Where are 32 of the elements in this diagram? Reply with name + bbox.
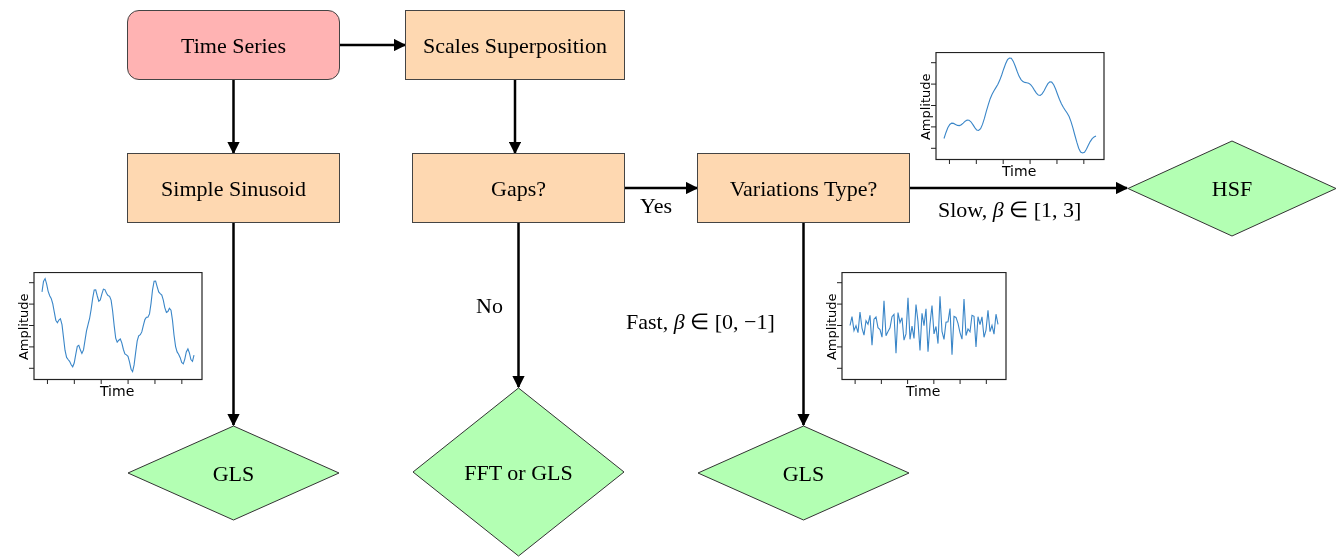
node-label: Gaps?: [491, 174, 546, 203]
axis-label: Amplitude: [917, 71, 935, 142]
process-box: [697, 153, 910, 223]
process-box: [412, 153, 625, 223]
arrow: [340, 38, 407, 52]
arrow: [512, 223, 525, 389]
axis-label: Time: [1002, 164, 1037, 178]
axis-label: Amplitude: [823, 291, 841, 362]
decision-diamond: [697, 425, 910, 521]
decision-diamond: [412, 387, 625, 557]
axis-label: Time: [906, 384, 941, 398]
node-label: Variations Type?: [729, 174, 878, 203]
arrow: [508, 80, 522, 155]
node-label: FFT or GLS: [464, 458, 573, 487]
axis-label: Amplitude: [15, 291, 33, 362]
node-label: Time Series: [181, 31, 286, 60]
decision-diamond: [127, 425, 340, 521]
arrow: [797, 223, 810, 427]
node-label: Simple Sinusoid: [161, 174, 306, 203]
arrow: [625, 181, 699, 195]
node-label: HSF: [1211, 175, 1253, 203]
axis-label: Time: [100, 384, 135, 398]
arrow: [227, 223, 240, 427]
start-box: [127, 10, 340, 80]
arrow: [227, 80, 240, 155]
node-label: GLS: [212, 459, 255, 488]
decision-diamond: [1127, 140, 1337, 237]
arrow: [910, 181, 1129, 195]
process-box: [405, 10, 625, 80]
node-label: Scales Superposition: [423, 31, 607, 60]
process-box: [127, 153, 340, 223]
node-label: GLS: [782, 459, 825, 488]
